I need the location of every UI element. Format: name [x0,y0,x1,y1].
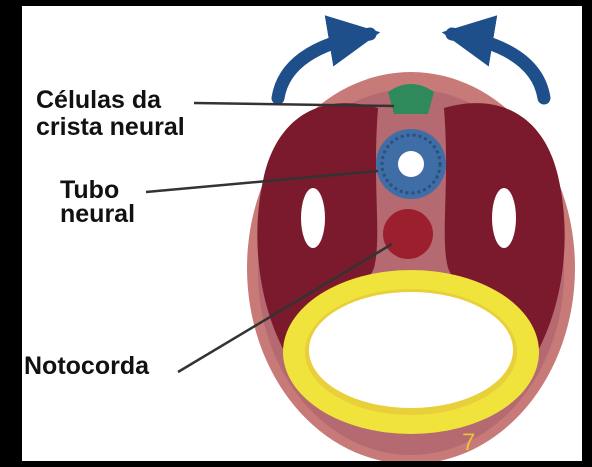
neural-crest-label-line2: crista neural [36,115,185,140]
embryo-cross-section-diagram [22,6,582,461]
neural-crest-cells [388,84,434,114]
neural-crest-label-line1: Células da [36,88,161,113]
neural-tube-lumen [398,151,424,177]
slide-panel: Células da crista neural Tubo neural Not… [22,6,582,461]
right-coelom-slit [492,188,516,248]
notochord-label: Notocorda [24,354,149,379]
slide-number: 7 [462,431,475,455]
notochord [383,209,433,259]
gut-cavity [309,292,513,408]
left-coelom-slit [301,188,325,248]
neural-tube-label-line2: neural [60,202,135,227]
